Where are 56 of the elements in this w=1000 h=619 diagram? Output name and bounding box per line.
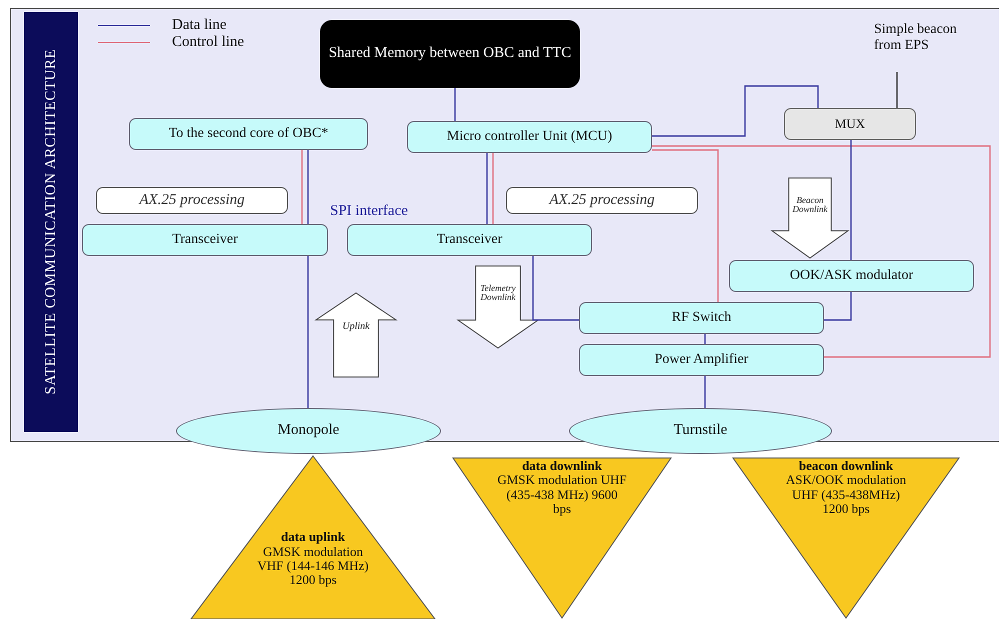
connector-line [301, 150, 303, 224]
node-text: Monopole [278, 422, 340, 440]
triangle-text: ASK/OOK modulation UHF (435-438MHz) 1200 bps [784, 473, 908, 516]
connector-line [896, 72, 898, 108]
mux-box [784, 108, 916, 140]
memory-box [320, 20, 580, 88]
connector-line [307, 256, 309, 408]
process-box [407, 121, 652, 153]
connector-line [652, 149, 719, 302]
connector-line [850, 140, 852, 260]
node-text: AX.25 processing [139, 192, 245, 210]
connector-line [454, 88, 456, 121]
node-text: RF Switch [672, 310, 732, 326]
connector-line [824, 292, 852, 321]
connector-line [652, 85, 819, 137]
interface-label: SPI interface [330, 204, 408, 219]
triangle-text: GMSK modulation UHF (435-438 MHz) 9600 bps [497, 473, 627, 516]
process-box [82, 224, 328, 256]
connector-line [704, 376, 706, 408]
node-text: To the second core of OBC* [168, 126, 328, 142]
triangle-text: GMSK modulation VHF (144-146 MHz) 1200 bps [256, 544, 370, 588]
arrow-label: Beacon Downlink [791, 196, 828, 214]
arrow-label: Telemetry Downlink [479, 284, 517, 302]
node-text: OOK/ASK modulator [790, 268, 914, 284]
process-box [729, 260, 974, 292]
connector-line [532, 256, 579, 321]
node-text: MUX [834, 116, 866, 132]
node-text: AX.25 processing [549, 192, 655, 210]
diagram-title: SATELLITE COMMUNICATION ARCHITECTURE [42, 49, 60, 395]
node-text: Power Amplifier [654, 352, 748, 368]
connector-line [652, 145, 991, 358]
triangle-heading: data uplink [281, 530, 345, 545]
node-text: Turnstile [674, 422, 728, 440]
legend-text: Control line [172, 35, 244, 50]
link-triangle [190, 455, 436, 619]
process-box [579, 344, 824, 376]
node-text: Transceiver [436, 232, 502, 248]
node-text: Micro controller Unit (MCU) [446, 128, 612, 146]
node-text: Simple beacon from EPS [874, 22, 958, 54]
node-text: Shared Memory between OBC and TTC [328, 45, 572, 63]
process-box [347, 224, 592, 256]
connector-line [307, 150, 309, 224]
arrow-label: Uplink [341, 322, 371, 332]
node-text: Transceiver [172, 232, 238, 248]
legend-text: Data line [172, 18, 227, 33]
triangle-heading: beacon downlink [798, 459, 894, 474]
link-triangle [452, 457, 672, 619]
process-box [579, 302, 824, 334]
triangle-heading: data downlink [522, 459, 602, 474]
link-triangle [732, 457, 960, 619]
connector-line [486, 153, 488, 224]
note-box [96, 187, 288, 214]
process-box [129, 118, 368, 150]
connector-line [492, 153, 494, 224]
connector-line [704, 334, 706, 344]
note-box [506, 187, 698, 214]
